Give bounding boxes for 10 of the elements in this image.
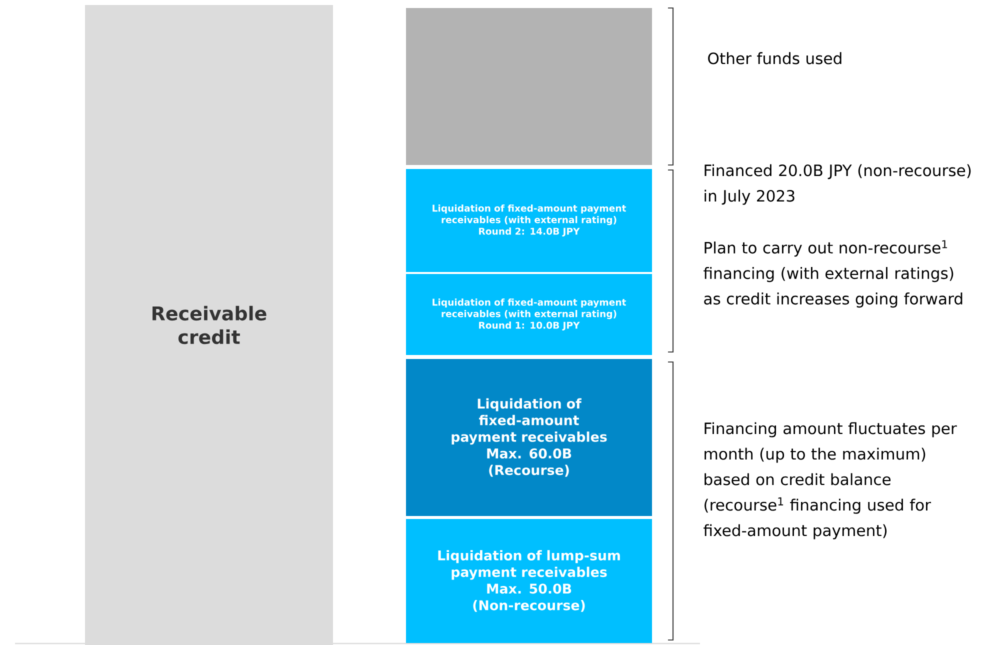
credit-bar: Receivable credit [85,5,333,645]
bracket-note: Plan to carry out non-recourse$^{1}$ financing (with external ratings) as credit increases going forward [704,240,962,308]
financing-block: Liquidation of lump-sum payment receivables Max. 50.0B (Non-recourse) [406,519,652,643]
bracket-note: Financed 20.0B JPY (non-recourse) in July 2023 [704,164,971,205]
funds-block [406,8,652,165]
bracket-note: Financing amount fluctuates per month (up to the maximum) based on credit balance (recourse$^{1}$ financing used for fixed-amount payment) [704,422,957,540]
financing-block: Liquidation of fixed-amount payment receivables (with external rating) Round 2: 14.0B JPY [406,169,652,272]
bracket-note: Other funds used [708,52,842,64]
financing-block: Liquidation of fixed-amount payment receivables (with external rating) Round 1: 10.0B JPY [406,274,652,355]
financing-block: Liquidation of fixed-amount payment receivables Max. 60.0B (Recourse) [406,359,652,516]
